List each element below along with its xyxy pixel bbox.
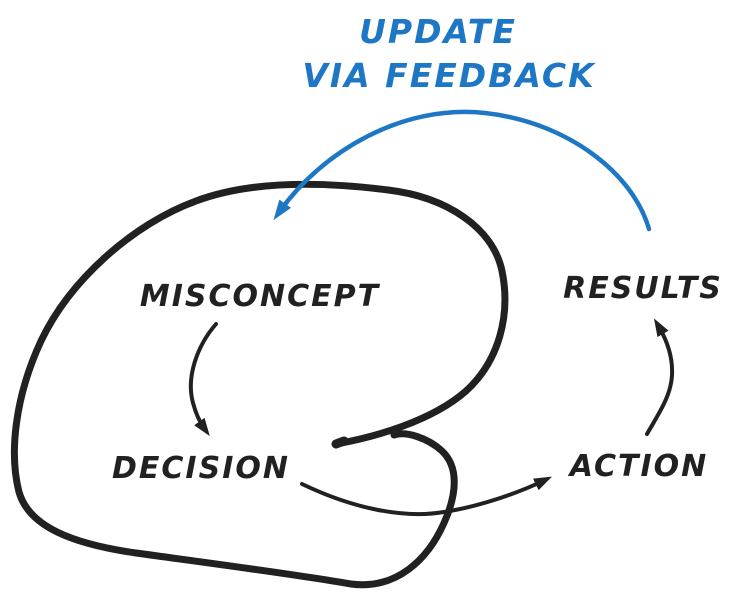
update-feedback-label-line2: VIA FEEDBACK: [302, 56, 596, 95]
results-label: RESULTS: [563, 271, 723, 306]
decision-to-action-arrow: [300, 476, 553, 517]
misconcept-label: MISCONCEPT: [140, 279, 381, 314]
action-to-results-arrow: [645, 318, 675, 436]
belief-blob-outline: [10, 180, 509, 589]
action-label: ACTION: [568, 449, 709, 484]
misconcept-to-decision-arrow: [188, 322, 218, 437]
decision-label: DECISION: [112, 451, 290, 486]
update-feedback-label-line1: UPDATE: [359, 12, 517, 51]
blob-stroke-end: [331, 436, 349, 449]
update-feedback-arrow: [273, 109, 652, 232]
